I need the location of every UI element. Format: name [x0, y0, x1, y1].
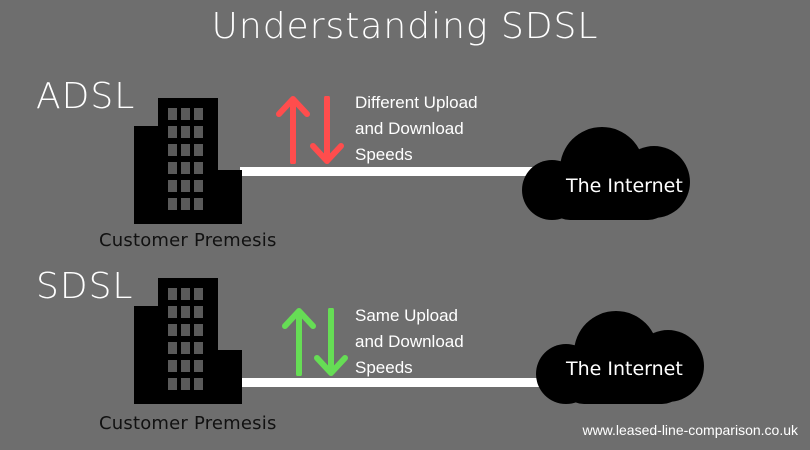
cloud-icon [522, 127, 690, 220]
sdsl-label: SDSL [36, 266, 134, 307]
adsl-building-label: Customer Premesis [99, 230, 277, 251]
sdsl-building-label: Customer Premesis [99, 413, 277, 434]
adsl-label: ADSL [36, 76, 136, 117]
sdsl-caption-line: and Download [355, 332, 464, 351]
sdsl-caption: Same Upload and Download Speeds [355, 303, 464, 381]
sdsl-connection-line [240, 378, 550, 387]
up-arrow-icon [276, 96, 310, 164]
adsl-connection-line [240, 167, 540, 176]
sdsl-cloud-label: The Internet [566, 358, 683, 380]
adsl-caption-line: Speeds [355, 145, 413, 164]
watermark: www.leased-line-comparison.co.uk [582, 422, 798, 438]
sdsl-caption-line: Same Upload [355, 306, 459, 325]
up-arrow-icon [282, 308, 316, 376]
page-title: Understanding SDSL [211, 6, 599, 47]
building-icon [134, 98, 242, 224]
down-arrow-icon [314, 308, 348, 376]
sdsl-caption-line: Speeds [355, 358, 413, 377]
adsl-cloud-label: The Internet [566, 175, 683, 197]
adsl-caption-line: Different Upload [355, 93, 478, 112]
adsl-caption: Different Upload and Download Speeds [355, 90, 478, 168]
down-arrow-icon [310, 96, 344, 164]
building-icon [134, 278, 242, 404]
adsl-caption-line: and Download [355, 119, 464, 138]
cloud-icon [536, 311, 704, 404]
